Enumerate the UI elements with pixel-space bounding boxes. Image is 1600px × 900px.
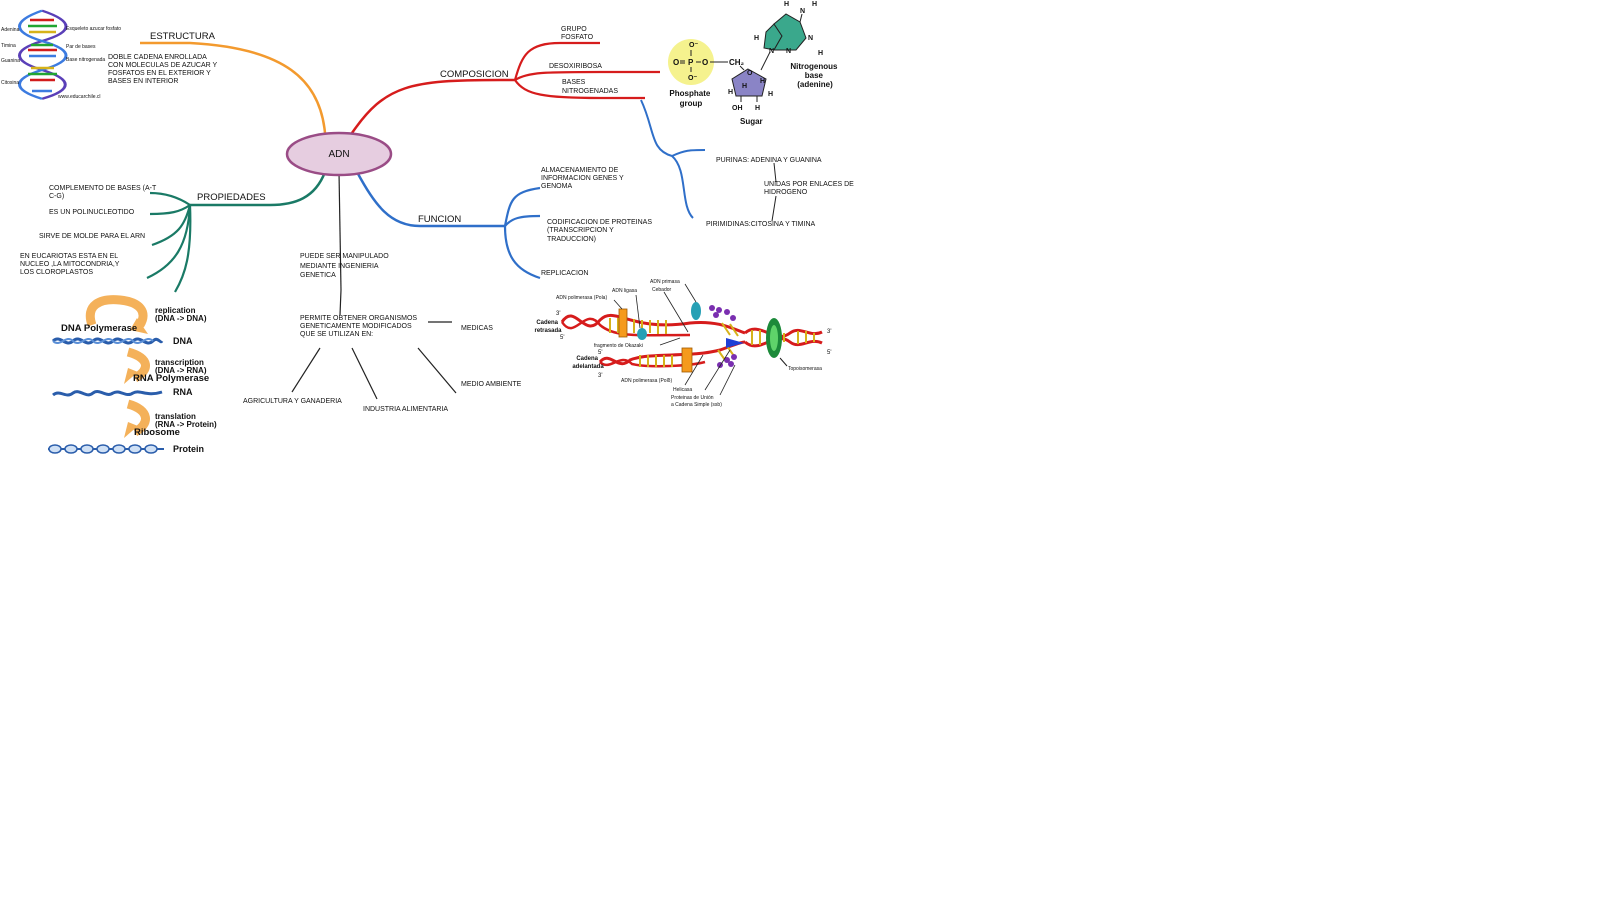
codificacion-text[interactable]: CODIFICACION DE PROTEINAS (TRANSCRIPCION… [547,219,654,243]
svg-text:N: N [769,48,774,55]
helix-label-timina: Timina [1,43,16,49]
svg-text:H: H [728,89,733,96]
svg-text:O: O [747,70,753,77]
svg-text:H: H [760,78,765,85]
svg-text:ADN polimerasa (Pola): ADN polimerasa (Pola) [556,295,607,301]
svg-text:DNA Polymerase: DNA Polymerase [61,323,137,334]
svg-text:Cebador: Cebador [652,287,672,293]
svg-text:transcription (DNA -> RN: transcription (DNA -> RNA) [155,358,207,375]
svg-text:Cadena retrasada: Cadena retrasada [534,320,562,334]
helix-label-par: Par de bases [66,44,96,50]
svg-text:ADN ligasa: ADN ligasa [612,288,637,294]
svg-text:N: N [808,35,813,42]
svg-text:N: N [800,8,805,15]
svg-text:O: O [702,58,708,67]
helix-label-base: Base nitrogenada [66,57,105,63]
almacenamiento-text[interactable]: ALMACENAMIENTO DE INFORMACION GENES Y GE… [541,167,626,190]
composicion-branch [350,41,660,134]
svg-text:O⁻: O⁻ [689,42,698,49]
ingenieria-branch [291,171,457,400]
svg-text:H: H [768,91,773,98]
svg-text:fragmento de Okazaki: fragmento de Okazaki [594,343,643,349]
agricultura-text[interactable]: AGRICULTURA Y GANADERIA [243,398,342,405]
svg-text:5': 5' [827,350,831,356]
svg-text:OH: OH [732,105,743,112]
enlaces-hidrogeno-text: UNIDAS POR ENLACES DE HIDROGENO [764,181,856,196]
molde-arn-text[interactable]: SIRVE DE MOLDE PARA EL ARN [39,233,145,240]
dna-helix-image: Adenina Timina Guanina Citosina Esquelet… [1,9,121,100]
svg-text:Topoisomerasa: Topoisomerasa [788,366,822,372]
purinas-text[interactable]: PURINAS: ADENINA Y GUANINA [716,157,822,164]
svg-text:ADN polimerasa (Polδ): ADN polimerasa (Polδ) [621,378,672,384]
helix-credit: www.educarchile.cl [58,94,101,100]
desoxirribosa-text[interactable]: DESOXIRIBOSA [549,63,602,70]
svg-text:O⁻: O⁻ [688,75,697,82]
central-label: ADN [328,149,349,160]
svg-text:H: H [784,1,789,8]
bases-nitrogenadas-text[interactable]: BASES NITROGENADAS [562,79,618,95]
complemento-bases-text[interactable]: COMPLEMENTO DE BASES (A-T C-G) [49,185,158,200]
svg-text:Ribosome: Ribosome [134,427,180,438]
svg-text:3': 3' [827,329,831,335]
svg-text:H: H [812,1,817,8]
svg-text:O: O [673,58,679,67]
svg-text:ADN primasa: ADN primasa [650,279,680,285]
svg-text:replication (DNA -> DNA): replication (DNA -> DNA) [155,306,207,323]
svg-text:CH₂: CH₂ [729,58,745,67]
polinucleotido-text[interactable]: ES UN POLINUCLEOTIDO [49,209,135,216]
central-dogma-image: replication (DNA -> DNA) DNA Polymerase … [48,295,217,454]
funcion-branch [355,171,541,280]
svg-text:H: H [754,35,759,42]
bases-sub-branch [640,99,777,222]
svg-text:H: H [755,105,760,112]
medicas-text[interactable]: MEDICAS [461,325,493,332]
svg-text:Cadena adelantada: Cadena adelantada [572,356,604,370]
replication-fork-image: Topoisomerasa 3' 5' [534,279,831,408]
svg-text:N: N [786,48,791,55]
svg-text:RNA: RNA [173,387,193,397]
svg-text:RNA Polymerase: RNA Polymerase [133,373,209,384]
svg-text:Helicasa: Helicasa [673,387,692,393]
propiedades-label[interactable]: PROPIEDADES [197,192,266,203]
nitrogenous-base-label: Nitrogenous base (adenine) [790,62,839,89]
svg-text:P: P [688,58,694,67]
helix-label-esqueleto: Esqueleto azucar fosfato [66,26,121,32]
svg-text:H: H [742,83,747,90]
central-node[interactable]: ADN [285,131,393,177]
estructura-label[interactable]: ESTRUCTURA [150,31,216,42]
svg-text:a Cadena Simple (ssb): a Cadena Simple (ssb) [671,402,722,408]
helix-label-guanina: Guanina [1,58,20,64]
propiedades-branch [146,171,327,293]
organismos-gm-text[interactable]: PERMITE OBTENER ORGANISMOS GENETICAMENTE… [300,315,419,338]
svg-text:5': 5' [560,335,564,341]
svg-text:3': 3' [556,311,560,317]
ingenieria-genetica-text[interactable]: PUEDE SER MANIPULADO MEDIANTE INGENIERIA… [300,253,391,279]
estructura-branch [140,41,327,134]
estructura-note: DOBLE CADENA ENROLLADA CON MOLECULAS DE … [108,54,219,85]
helix-label-adenina: Adenina [1,27,20,33]
composicion-label[interactable]: COMPOSICION [440,69,509,80]
sugar-label: Sugar [740,117,763,126]
eucariotas-text[interactable]: EN EUCARIOTAS ESTA EN EL NUCLEO ,LA MITO… [20,253,121,276]
nucleotide-image: O⁻ O P O O⁻ CH₂ Phosphate group O H H H … [668,1,839,126]
grupo-fosfato-text[interactable]: GRUPO FOSFATO [561,26,594,41]
pirimidinas-text[interactable]: PIRIMIDINAS:CITOSINA Y TIMINA [706,221,816,228]
svg-text:DNA: DNA [173,336,193,346]
svg-text:Protein: Protein [173,444,204,454]
phosphate-label: Phosphate group [669,89,712,108]
svg-text:H: H [818,50,823,57]
helix-label-citosina: Citosina [1,80,19,86]
medio-ambiente-text[interactable]: MEDIO AMBIENTE [461,381,522,388]
replicacion-text[interactable]: REPLICACION [541,270,588,277]
svg-text:Proteinas de Unión: Proteinas de Unión [671,395,714,401]
svg-text:translation (RNA -> Prot: translation (RNA -> Protein) [155,412,217,429]
funcion-label[interactable]: FUNCION [418,214,461,225]
svg-text:3': 3' [598,373,602,379]
industria-text[interactable]: INDUSTRIA ALIMENTARIA [363,406,448,413]
svg-text:5': 5' [598,350,602,356]
